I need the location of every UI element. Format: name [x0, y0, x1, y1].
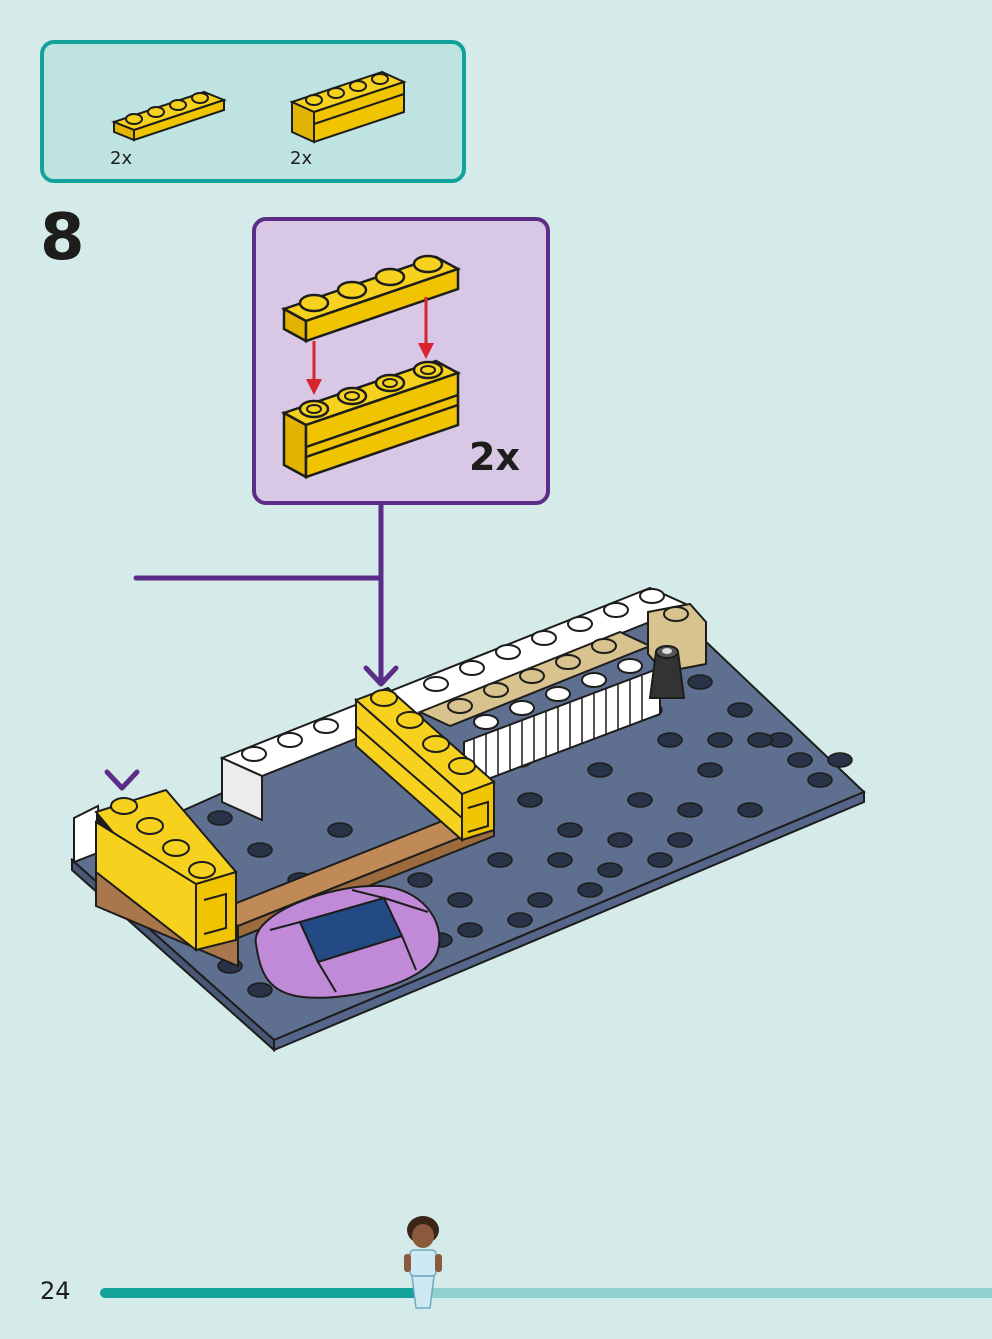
subassembly-qty: 2x — [469, 435, 520, 479]
progress-track — [100, 1288, 992, 1298]
purple-rug — [254, 884, 441, 999]
parts-qty-brick: 2x — [290, 148, 313, 169]
subassembly-callout: 2x — [252, 217, 550, 505]
step-number: 8 — [40, 201, 85, 275]
white-back-wall — [219, 586, 693, 822]
progress-fill — [100, 1288, 421, 1298]
placement-arrow-icon — [104, 502, 399, 791]
yellow-brick-1x4-with-groove-icon — [280, 359, 462, 480]
minifigure-icon — [404, 1216, 442, 1309]
parts-list-art — [111, 70, 407, 144]
page-number: 24 — [40, 1277, 71, 1305]
yellow-brick-assembly-center — [354, 686, 496, 843]
yellow-plate-1x4-icon — [111, 90, 227, 142]
model-illustration — [70, 502, 866, 1053]
parts-qty-plate: 2x — [110, 148, 133, 169]
subassembly-art — [280, 254, 462, 480]
white-grille-panel — [463, 658, 661, 790]
red-placement-arrow-icon — [306, 297, 434, 395]
yellow-brick-assembly-left — [73, 788, 238, 953]
parts-list-box: 2x 2x — [40, 40, 466, 183]
yellow-brick-1x4-with-groove-icon — [289, 70, 407, 144]
yellow-plate-1x4-icon — [280, 254, 462, 344]
black-cone-icon — [648, 645, 686, 699]
